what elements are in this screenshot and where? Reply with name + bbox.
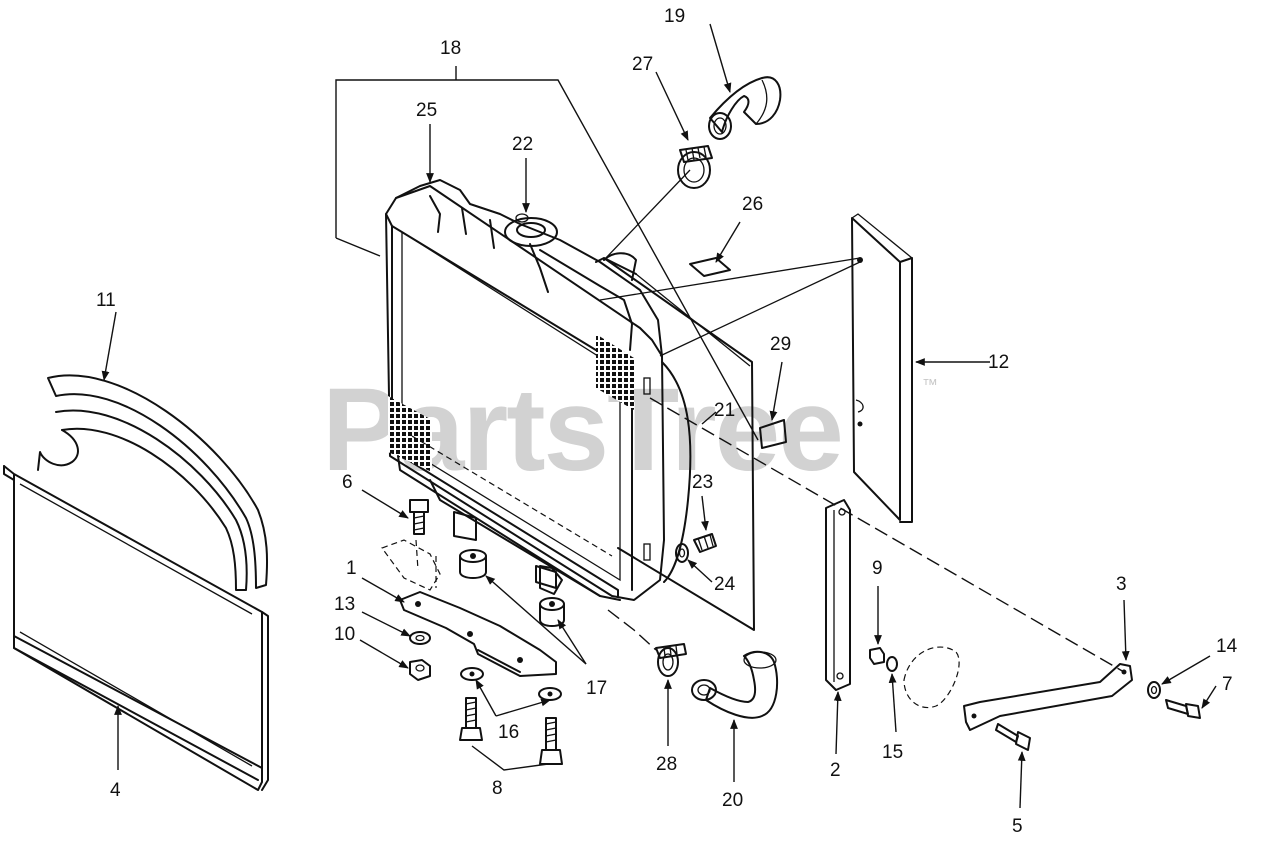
- assembly-line-b: [607, 609, 657, 651]
- lower-hose-20: [691, 650, 779, 719]
- callout-14: 14: [1216, 636, 1238, 657]
- callout-26: 26: [742, 194, 763, 215]
- part-1-mount-bracket: [381, 539, 557, 677]
- callout-19: 19: [664, 6, 685, 27]
- callout-16: 16: [498, 722, 519, 743]
- callout-12: 12: [988, 352, 1009, 373]
- callout-20: 20: [722, 790, 743, 811]
- callout-13: 13: [334, 594, 355, 615]
- group-18-bracket: [335, 66, 759, 441]
- assembly-line-a: [649, 397, 1125, 673]
- callout-11: 11: [96, 290, 116, 311]
- callout-6: 6: [342, 472, 353, 493]
- leader-lines: [101, 23, 1217, 809]
- callout-9: 9: [872, 558, 883, 579]
- part-21-shroud-plate: [595, 257, 755, 631]
- callout-27: 27: [632, 54, 653, 75]
- lower-clamp-28: [655, 643, 687, 677]
- callout-25: 25: [416, 100, 437, 121]
- assembly-line-d: [659, 261, 861, 357]
- decal-26: [689, 257, 731, 277]
- assembly-line-c: [599, 257, 861, 301]
- decal-29: [759, 419, 787, 449]
- callout-15: 15: [882, 742, 903, 763]
- callout-28: 28: [656, 754, 677, 775]
- callout-8: 8: [492, 778, 503, 799]
- callout-21: 21: [714, 400, 735, 421]
- callout-29: 29: [770, 334, 791, 355]
- callout-5: 5: [1012, 816, 1023, 837]
- assembly-line-e: [603, 169, 691, 261]
- part-12-side-baffle: [851, 213, 913, 523]
- upper-clamp-27: [677, 145, 713, 189]
- callout-22: 22: [512, 134, 533, 155]
- callout-2: 2: [830, 760, 841, 781]
- callout-4: 4: [110, 780, 121, 801]
- hardware: [409, 499, 1201, 765]
- callout-24: 24: [714, 574, 736, 595]
- callout-3: 3: [1116, 574, 1127, 595]
- callout-labels: 11 4 18 25 22 19 27 26 12 29 21 23 24 6 …: [96, 6, 1238, 837]
- callout-1: 1: [346, 558, 357, 579]
- part-11-arch-frame: [37, 374, 269, 591]
- part-3-brace-bracket: [903, 646, 1133, 731]
- watermark-trademark: ™: [922, 377, 938, 394]
- callout-18: 18: [440, 38, 461, 59]
- part-4-screen: [3, 465, 269, 791]
- part-2-support-bar: [825, 499, 851, 691]
- callout-23: 23: [692, 472, 713, 493]
- radiator-core: [385, 179, 692, 601]
- callout-10: 10: [334, 624, 355, 645]
- callout-17: 17: [586, 678, 607, 699]
- callout-7: 7: [1222, 674, 1233, 695]
- upper-hose-19: [708, 76, 782, 140]
